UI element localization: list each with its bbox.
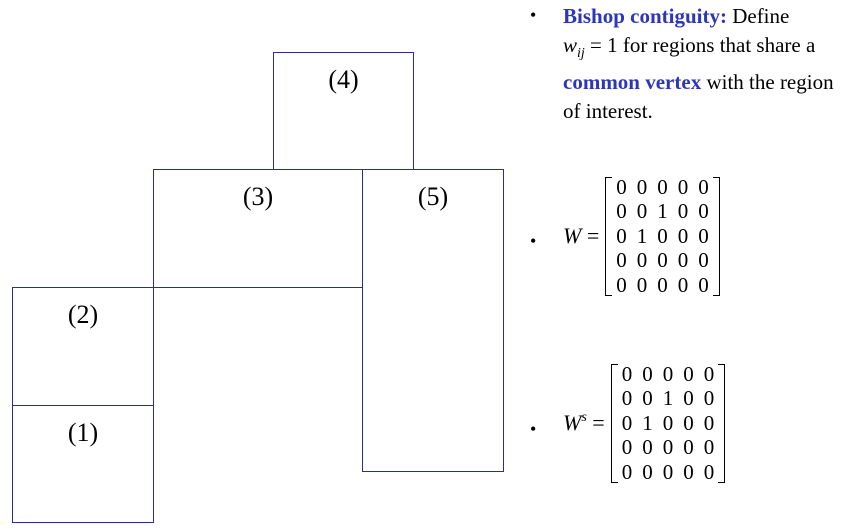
ws-matrix-cell: 0 bbox=[642, 435, 653, 460]
w-matrix-cell: 0 bbox=[657, 174, 668, 199]
w-matrix-cell: 0 bbox=[616, 272, 627, 297]
w-symbol: w bbox=[563, 33, 578, 57]
ws-matrix-cell: 0 bbox=[703, 459, 715, 484]
ws-matrix-cell: 0 bbox=[703, 386, 715, 411]
w-matrix-cell: 1 bbox=[636, 223, 648, 248]
region-5: (5) bbox=[362, 169, 504, 472]
bullet-ws: • bbox=[530, 419, 537, 439]
ws-matrix-cell: 0 bbox=[683, 386, 694, 411]
w-matrix-cell: 1 bbox=[657, 199, 668, 224]
w-label: W = bbox=[563, 223, 600, 249]
ws-label: Ws = bbox=[563, 410, 605, 436]
region-5-label: (5) bbox=[417, 182, 449, 211]
ws-matrix-cell: 0 bbox=[683, 435, 694, 460]
ws-matrix-cell: 0 bbox=[642, 361, 653, 386]
w-matrix-cell: 0 bbox=[698, 248, 709, 273]
ws-matrix-cell: 1 bbox=[662, 386, 674, 411]
region-1: (1) bbox=[12, 405, 154, 523]
w-matrix-cell: 0 bbox=[698, 199, 709, 224]
w-matrix-cell: 0 bbox=[677, 248, 689, 273]
w-matrix-cell: 0 bbox=[636, 272, 648, 297]
w-matrix-cell: 0 bbox=[636, 248, 648, 273]
w-matrix-cell: 0 bbox=[657, 272, 668, 297]
region-3-label: (3) bbox=[242, 182, 274, 211]
region-2: (2) bbox=[12, 287, 154, 406]
ws-matrix-cell: 0 bbox=[621, 386, 633, 411]
w-matrix-cell: 0 bbox=[636, 174, 648, 199]
w-matrix-cell: 0 bbox=[616, 223, 627, 248]
ws-matrix-cell: 0 bbox=[621, 361, 633, 386]
ws-matrix-cell: 0 bbox=[662, 361, 674, 386]
w-matrix-cell: 0 bbox=[677, 223, 689, 248]
ws-matrix-cell: 0 bbox=[683, 459, 694, 484]
ws-matrix-cell: 0 bbox=[703, 361, 715, 386]
term-bishop-contiguity: Bishop contiguity: bbox=[563, 4, 727, 28]
w-matrix-cell: 0 bbox=[657, 248, 668, 273]
w-matrix-cell: 0 bbox=[677, 199, 689, 224]
ws-matrix-cell: 0 bbox=[662, 435, 674, 460]
w-matrix-cell: 0 bbox=[677, 174, 689, 199]
define-word: Define bbox=[732, 4, 790, 28]
bullet-definition: • bbox=[530, 5, 537, 25]
ws-matrix-cell: 0 bbox=[621, 435, 633, 460]
w-matrix-cell: 0 bbox=[636, 199, 648, 224]
definition-rest: with the region of interest. bbox=[563, 70, 834, 123]
region-4: (4) bbox=[273, 52, 414, 170]
w-matrix-cell: 0 bbox=[657, 223, 668, 248]
bullet-w: • bbox=[530, 231, 537, 251]
w-matrix-cell: 0 bbox=[616, 174, 627, 199]
equals-one-text: = 1 for regions that share a bbox=[590, 33, 816, 57]
ws-matrix-cell: 0 bbox=[621, 459, 633, 484]
ws-matrix-cell: 0 bbox=[703, 410, 715, 435]
ws-matrix-cell: 0 bbox=[683, 410, 694, 435]
ws-matrix-cell: 0 bbox=[621, 410, 633, 435]
region-3: (3) bbox=[153, 169, 363, 288]
ws-matrix-cell: 1 bbox=[642, 410, 653, 435]
w-subscript: ij bbox=[577, 46, 585, 61]
w-matrix-cell: 0 bbox=[698, 174, 709, 199]
common-vertex-emphasis: common vertex bbox=[563, 70, 702, 94]
region-1-label: (1) bbox=[67, 418, 99, 447]
ws-matrix-cell: 0 bbox=[642, 386, 653, 411]
ws-matrix-cell: 0 bbox=[703, 435, 715, 460]
region-2-label: (2) bbox=[67, 300, 99, 329]
ws-matrix-cell: 0 bbox=[683, 361, 694, 386]
w-matrix-cell: 0 bbox=[698, 223, 709, 248]
w-matrix-cell: 0 bbox=[616, 248, 627, 273]
ws-matrix-cell: 0 bbox=[662, 459, 674, 484]
ws-matrix-cell: 0 bbox=[642, 459, 653, 484]
definition-text: Bishop contiguity: Define wij = 1 for re… bbox=[563, 2, 853, 126]
w-matrix-cell: 0 bbox=[677, 272, 689, 297]
w-matrix-cell: 0 bbox=[616, 199, 627, 224]
ws-matrix-cell: 0 bbox=[662, 410, 674, 435]
region-4-label: (4) bbox=[328, 65, 359, 94]
w-matrix-cell: 0 bbox=[698, 272, 709, 297]
